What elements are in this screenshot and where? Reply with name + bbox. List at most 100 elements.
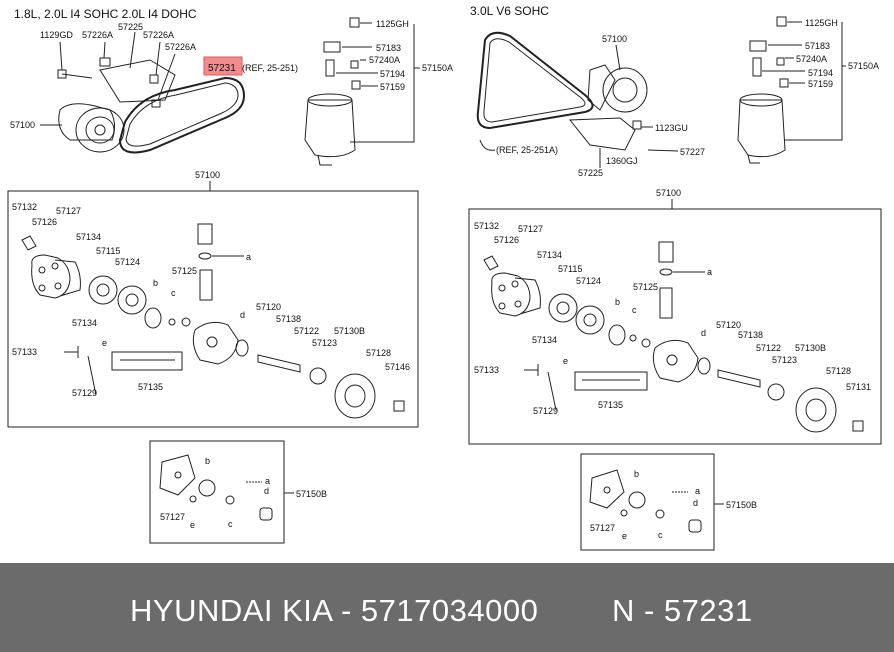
pump-assembly-top-left (57, 57, 176, 153)
svg-text:57127: 57127 (56, 206, 81, 216)
svg-text:57123: 57123 (772, 355, 797, 365)
svg-text:e: e (622, 531, 627, 541)
svg-text:b: b (615, 297, 620, 307)
svg-text:57159: 57159 (808, 79, 833, 89)
svg-text:57194: 57194 (380, 69, 405, 79)
svg-text:(REF, 25-251A): (REF, 25-251A) (496, 145, 558, 155)
svg-text:57133: 57133 (12, 347, 37, 357)
svg-text:57227: 57227 (680, 147, 705, 157)
diagram-number: N - 57231 (612, 593, 753, 628)
diagram-canvas: 1.8L, 2.0L I4 SOHC 2.0L I4 DOHC 1129GD 5… (7, 4, 882, 551)
svg-text:57127: 57127 (518, 224, 543, 234)
svg-text:1360GJ: 1360GJ (606, 156, 638, 166)
drive-belt-top-right (476, 31, 594, 130)
svg-text:57134: 57134 (537, 250, 562, 260)
svg-text:b: b (205, 456, 210, 466)
svg-text:57132: 57132 (12, 202, 37, 212)
svg-text:57100: 57100 (10, 120, 35, 130)
svg-text:57124: 57124 (576, 276, 601, 286)
section-title-right: 3.0L V6 SOHC (470, 4, 549, 18)
svg-text:e: e (102, 338, 107, 348)
box-left-title: 57100 (195, 170, 220, 180)
svg-text:57131: 57131 (846, 382, 871, 392)
box-right-title: 57100 (656, 188, 681, 198)
svg-text:b: b (634, 469, 639, 479)
svg-text:c: c (658, 530, 663, 540)
exploded-pump-right (483, 241, 864, 433)
drive-belt-top-left (118, 76, 246, 154)
part-57231-label: 57231 (208, 63, 236, 74)
svg-text:(REF, 25-251): (REF, 25-251) (242, 63, 298, 73)
svg-text:a: a (265, 476, 270, 486)
reservoir-left (304, 17, 361, 166)
svg-text:57138: 57138 (276, 314, 301, 324)
svg-text:57225: 57225 (578, 168, 603, 178)
svg-text:a: a (695, 486, 700, 496)
svg-text:57127: 57127 (590, 523, 615, 533)
svg-text:1125GH: 1125GH (805, 18, 838, 28)
kit-box-right (580, 453, 715, 551)
svg-text:57138: 57138 (738, 330, 763, 340)
svg-text:57226A: 57226A (143, 30, 174, 40)
svg-text:57134: 57134 (72, 318, 97, 328)
pump-assembly-top-right (568, 64, 648, 151)
svg-text:57123: 57123 (312, 338, 337, 348)
svg-text:b: b (153, 278, 158, 288)
svg-text:57125: 57125 (172, 266, 197, 276)
svg-text:57124: 57124 (115, 257, 140, 267)
svg-text:d: d (264, 486, 269, 496)
svg-text:57159: 57159 (380, 82, 405, 92)
svg-text:57225: 57225 (118, 22, 143, 32)
svg-text:57120: 57120 (256, 302, 281, 312)
svg-text:57134: 57134 (532, 335, 557, 345)
svg-text:57115: 57115 (558, 264, 582, 274)
brand-part-number: HYUNDAI KIA - 5717034000 (130, 593, 539, 628)
svg-text:1125GH: 1125GH (376, 19, 409, 29)
svg-text:c: c (171, 288, 176, 298)
svg-text:57115: 57115 (96, 246, 120, 256)
svg-text:57122: 57122 (756, 343, 781, 353)
svg-text:57226A: 57226A (82, 30, 113, 40)
svg-text:57125: 57125 (633, 282, 658, 292)
box-left (7, 190, 419, 428)
exploded-pump-left (21, 223, 405, 419)
svg-text:57183: 57183 (376, 43, 401, 53)
svg-text:57194: 57194 (808, 68, 833, 78)
section-title-left: 1.8L, 2.0L I4 SOHC 2.0L I4 DOHC (14, 7, 197, 21)
svg-text:57240A: 57240A (796, 54, 827, 64)
svg-text:57100: 57100 (602, 34, 627, 44)
svg-text:d: d (240, 310, 245, 320)
svg-text:a: a (246, 252, 251, 262)
svg-text:1123GU: 1123GU (655, 123, 688, 133)
svg-text:57150B: 57150B (296, 489, 327, 499)
svg-text:57132: 57132 (474, 221, 499, 231)
svg-text:57130B: 57130B (795, 343, 826, 353)
seal-kit-right (589, 469, 702, 533)
svg-text:57240A: 57240A (369, 55, 400, 65)
svg-text:57130B: 57130B (334, 326, 365, 336)
svg-text:57135: 57135 (598, 400, 623, 410)
svg-text:c: c (632, 305, 637, 315)
svg-text:1129GD: 1129GD (40, 30, 73, 40)
svg-text:57150A: 57150A (422, 63, 453, 73)
highlight-57231 (203, 56, 243, 76)
svg-text:57126: 57126 (32, 217, 57, 227)
svg-text:c: c (228, 519, 233, 529)
svg-text:57133: 57133 (474, 365, 499, 375)
kit-box-left (149, 440, 285, 544)
svg-text:e: e (190, 520, 195, 530)
svg-text:57120: 57120 (716, 320, 741, 330)
svg-text:57134: 57134 (76, 232, 101, 242)
part-number-footer: HYUNDAI KIA - 5717034000 N - 57231 (0, 563, 894, 652)
svg-text:57150A: 57150A (848, 61, 879, 71)
reservoir-right (737, 16, 789, 164)
svg-text:d: d (693, 498, 698, 508)
svg-text:57127: 57127 (160, 512, 185, 522)
svg-text:57129: 57129 (533, 406, 558, 416)
svg-text:57129: 57129 (72, 388, 97, 398)
svg-text:a: a (707, 267, 712, 277)
svg-text:57135: 57135 (138, 382, 163, 392)
svg-text:57122: 57122 (294, 326, 319, 336)
svg-text:57126: 57126 (494, 235, 519, 245)
svg-text:57226A: 57226A (165, 42, 196, 52)
